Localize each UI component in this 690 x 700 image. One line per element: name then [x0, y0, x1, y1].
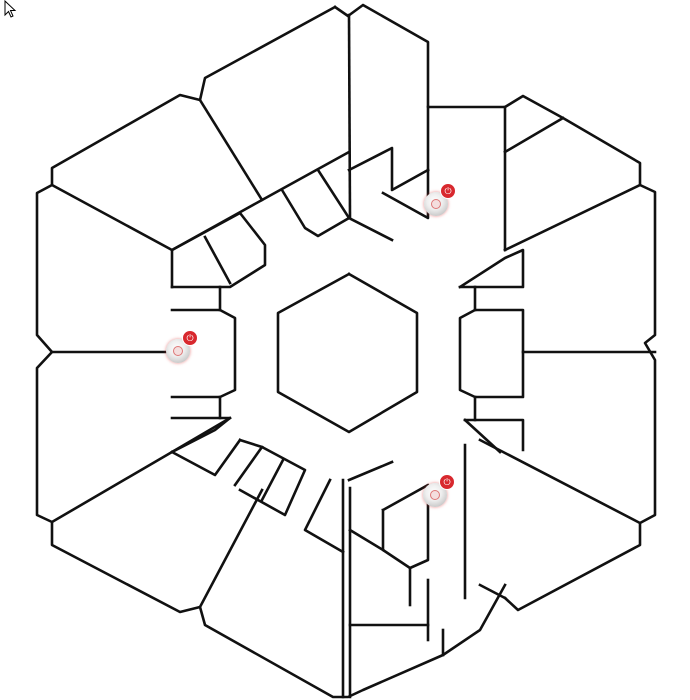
- wall: [316, 168, 351, 220]
- wall: [170, 150, 351, 252]
- plug-icon[interactable]: ⏻: [439, 474, 455, 490]
- wall: [478, 438, 642, 525]
- target-pin-icon[interactable]: [423, 483, 447, 507]
- wall: [347, 146, 430, 192]
- mouse-cursor-icon: [4, 0, 17, 18]
- wall: [348, 528, 385, 552]
- wall: [381, 483, 430, 570]
- wall: [260, 458, 285, 502]
- wall: [478, 583, 507, 600]
- plug-icon[interactable]: ⏻: [182, 330, 198, 346]
- wall: [50, 183, 174, 252]
- wall: [347, 216, 394, 242]
- wall: [280, 188, 351, 238]
- wall: [347, 460, 394, 482]
- wall: [198, 98, 264, 202]
- target-pin-icon[interactable]: [166, 339, 190, 363]
- wall: [238, 438, 264, 449]
- wall: [503, 116, 565, 154]
- wall: [35, 5, 507, 699]
- wall: [458, 308, 525, 399]
- wall: [303, 478, 345, 554]
- wall: [276, 272, 419, 434]
- wall: [458, 248, 525, 289]
- wall: [347, 13, 352, 220]
- wall: [463, 418, 525, 452]
- wall: [170, 308, 237, 399]
- wall: [503, 183, 642, 252]
- wall: [170, 416, 232, 454]
- wall: [198, 488, 264, 609]
- wall: [381, 168, 430, 220]
- plug-icon[interactable]: ⏻: [440, 183, 456, 199]
- wall: [233, 445, 307, 517]
- wall: [170, 438, 242, 477]
- wall: [203, 235, 232, 285]
